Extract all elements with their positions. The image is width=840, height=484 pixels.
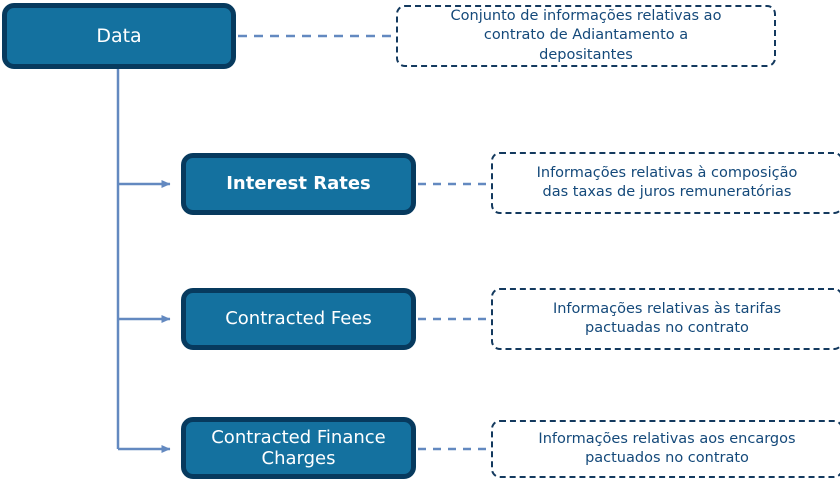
annotation-contracted-finance-charges-text: Informações relativas aos encargos pactu…: [538, 430, 796, 466]
annotation-contracted-fees-text: Informações relativas às tarifas pactuad…: [552, 300, 782, 336]
annotation-contracted-fees: Informações relativas às tarifas pactuad…: [491, 288, 840, 350]
node-interest-rates[interactable]: Interest Rates: [181, 153, 416, 215]
node-contracted-finance-charges-label: Contracted Finance Charges: [211, 426, 386, 469]
node-data[interactable]: Data: [2, 3, 236, 69]
node-contracted-finance-charges[interactable]: Contracted Finance Charges: [181, 417, 416, 479]
node-interest-rates-label: Interest Rates: [226, 173, 371, 195]
node-contracted-fees[interactable]: Contracted Fees: [181, 288, 416, 350]
annotation-contracted-finance-charges: Informações relativas aos encargos pactu…: [491, 420, 840, 478]
annotation-interest-rates-text: Informações relativas à composição das t…: [536, 164, 798, 200]
node-data-label: Data: [96, 24, 142, 47]
node-contracted-fees-label: Contracted Fees: [225, 308, 372, 330]
annotation-data-text: Conjunto de informações relativas ao con…: [450, 8, 722, 63]
annotation-data: Conjunto de informações relativas ao con…: [396, 5, 776, 67]
annotation-interest-rates: Informações relativas à composição das t…: [491, 152, 840, 214]
